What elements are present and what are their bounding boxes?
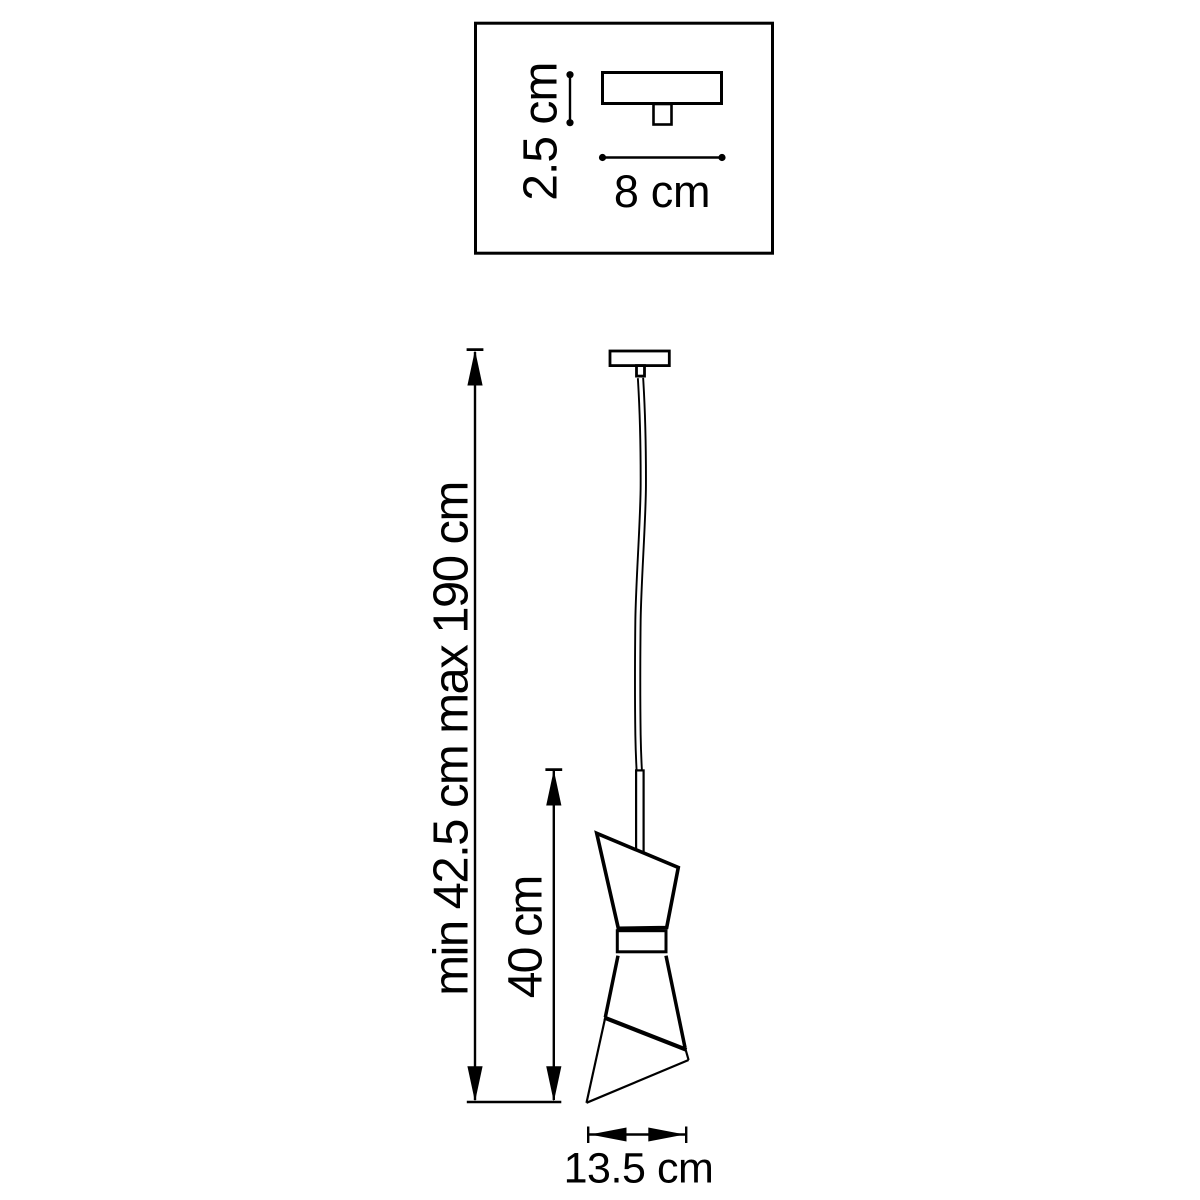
svg-text:min 42.5 cm max 190 cm: min 42.5 cm max 190 cm <box>425 482 479 995</box>
svg-text:8 cm: 8 cm <box>614 166 710 217</box>
svg-text:2.5 cm: 2.5 cm <box>515 63 568 201</box>
svg-text:13.5 cm: 13.5 cm <box>564 1145 714 1193</box>
svg-text:40 cm: 40 cm <box>500 876 553 998</box>
